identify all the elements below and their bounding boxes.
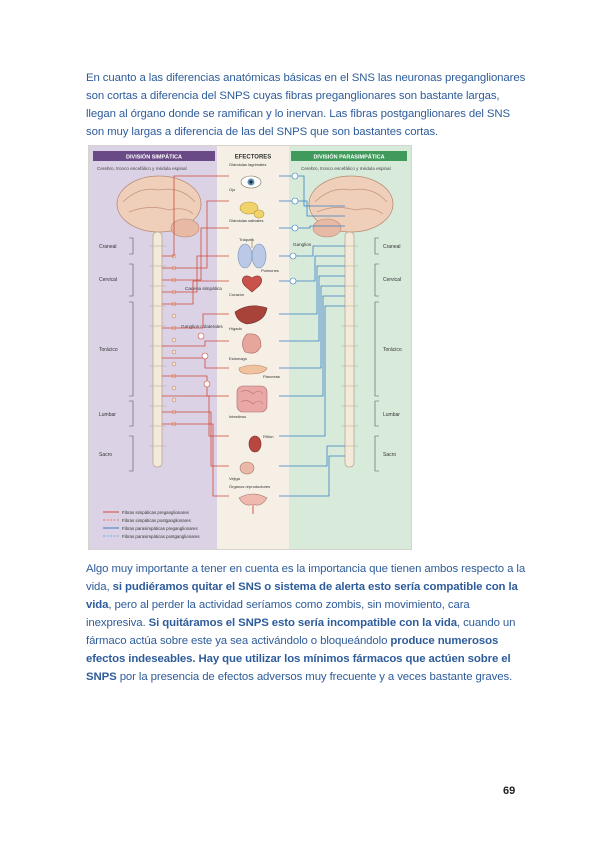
conclusion-bold-1: si pudiéramos quitar el SNS o sistema de… (86, 581, 518, 611)
organ-salivary-glands-icon (239, 201, 265, 219)
conclusion-text-1: Algo muy importante a tener en cuenta es… (86, 563, 526, 593)
parasympathetic-header-text: DIVISIÓN PARASIMPÁTICA (313, 153, 384, 161)
conclusion-paragraph: Algo muy importante a tener en cuenta es… (86, 560, 526, 686)
legend-post-symp: Fibras simpáticas postganglionares (122, 518, 192, 523)
effector-label-salivary: Glándulas salivales (229, 218, 263, 223)
label-ganglia-right: Ganglios (293, 242, 312, 247)
effector-label-kidney: Riñón (263, 434, 273, 439)
organ-eye-icon (240, 175, 262, 189)
label-collateral-ganglia: Ganglios colaterales (181, 324, 223, 329)
left-level-cranial: Craneal (99, 244, 117, 250)
parasympathetic-subtitle: Cerebro, tronco encefálico y médula espi… (301, 166, 391, 171)
left-level-cervical: Cervical (99, 277, 117, 283)
effector-label-eye: Ojo (229, 187, 236, 192)
conclusion-bold-2: Si quitáramos el SNPS esto sería incompa… (148, 617, 457, 629)
page-number: 69 (503, 785, 516, 797)
legend-post-para: Fibras parasimpáticas postganglionares (122, 534, 200, 539)
legend-pre-symp: Fibras simpáticas preganglionares (122, 510, 190, 515)
organ-reproductive-icon (238, 493, 268, 514)
effector-label-liver: Hígado (229, 326, 243, 331)
right-level-cervical: Cervical (383, 277, 401, 283)
sympathetic-header (93, 151, 215, 161)
organ-liver-icon (234, 305, 268, 325)
legend-pre-para: Fibras parasimpáticas preganglionares (122, 526, 198, 531)
conclusion-text-4: por la presencia de efectos adversos muy… (116, 671, 513, 683)
left-level-sacral: Sacro (99, 452, 112, 458)
label-sympathetic-chain: Cadena simpática (185, 286, 222, 291)
sympathetic-header-text: DIVISIÓN SIMPÁTICA (126, 153, 182, 161)
sympathetic-fibers (162, 175, 229, 497)
effector-label-trachea: Tráquea (239, 237, 255, 242)
effector-label-stomach: Estómago (229, 356, 248, 361)
organ-heart-icon (242, 275, 262, 293)
right-level-cranial: Craneal (383, 244, 401, 250)
effector-label-lungs: Pulmones (261, 268, 279, 273)
effector-label-pancreas: Páncreas (263, 374, 280, 379)
effectors-header-text: EFECTORES (235, 155, 272, 161)
effector-label-lacrimal: Glándulas lagrimales (229, 162, 266, 167)
conclusion-text-2: , pero al perder la actividad seríamos c… (86, 599, 470, 629)
right-level-lumbar: Lumbar (383, 412, 400, 418)
left-level-thoracic: Torácico (99, 347, 118, 353)
parasympathetic-fibers (279, 175, 345, 497)
effector-label-intestines: Intestinos (229, 414, 246, 419)
left-level-lumbar: Lumbar (99, 412, 116, 418)
right-spinal-cord (344, 231, 355, 468)
left-spinal-cord (152, 231, 163, 468)
figure-drawing: DIVISIÓN SIMPÁTICA EFECTORES DIVISIÓN PA… (89, 146, 411, 549)
organ-pancreas-icon (238, 364, 268, 375)
intro-paragraph: En cuanto a las diferencias anatómicas b… (86, 72, 526, 138)
parasympathetic-header (291, 151, 407, 161)
conclusion-bold-3: produce numerosos efectos indeseables. H… (86, 635, 511, 683)
organ-bladder-icon (239, 461, 255, 475)
sympathetic-subtitle: Cerebro, tronco encefálico y médula espi… (97, 166, 187, 171)
effector-label-bladder: Vejiga (229, 476, 241, 481)
organ-lungs-icon (237, 238, 267, 269)
autonomic-nervous-system-figure: DIVISIÓN SIMPÁTICA EFECTORES DIVISIÓN PA… (88, 145, 412, 550)
effector-label-reproductive: Órganos reproductores (229, 484, 270, 489)
organ-kidney-icon (248, 435, 262, 453)
organ-intestines-icon (236, 385, 268, 413)
right-level-sacral: Sacro (383, 452, 396, 458)
organ-stomach-icon (242, 333, 262, 354)
right-level-thoracic: Torácico (383, 347, 402, 353)
conclusion-text-3: , cuando un fármaco actúa sobre este ya … (86, 617, 516, 647)
figure-legend: Fibras simpáticas preganglionares Fibras… (103, 510, 200, 539)
effector-label-heart: Corazón (229, 292, 244, 297)
